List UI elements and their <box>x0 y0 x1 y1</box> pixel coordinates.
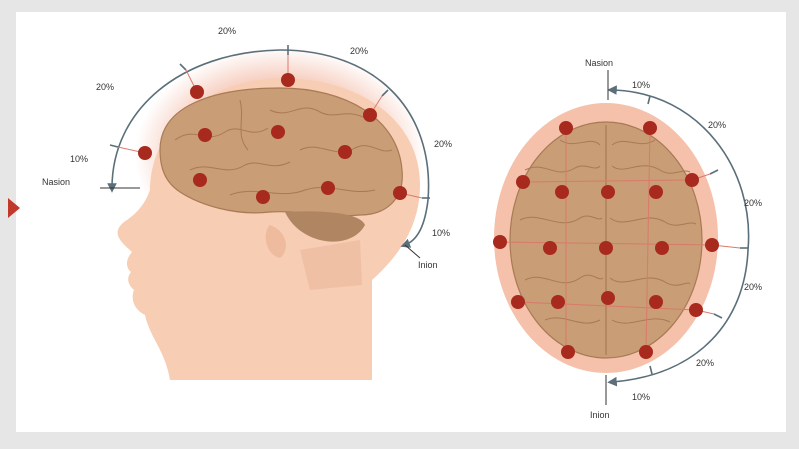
top-20pct-c-label: 20% <box>744 282 762 292</box>
electrode <box>561 345 575 359</box>
electrode <box>138 146 152 160</box>
side-20pct-c-label: 20% <box>434 139 452 149</box>
electrode <box>543 241 557 255</box>
electrode <box>643 121 657 135</box>
electrode <box>649 295 663 309</box>
electrode <box>559 121 573 135</box>
electrode <box>198 128 212 142</box>
electrode <box>363 108 377 122</box>
electrode <box>705 238 719 252</box>
side-nasion-label: Nasion <box>42 177 70 187</box>
side-20pct-top-label: 20% <box>218 26 236 36</box>
electrode <box>256 190 270 204</box>
top-inion-label: Inion <box>590 410 610 420</box>
top-10pct-front-label: 10% <box>632 80 650 90</box>
side-20pct-b-label: 20% <box>350 46 368 56</box>
top-20pct-a-label: 20% <box>708 120 726 130</box>
electrode <box>551 295 565 309</box>
electrode <box>555 185 569 199</box>
electrode <box>655 241 669 255</box>
top-20pct-d-label: 20% <box>696 358 714 368</box>
top-10pct-back-label: 10% <box>632 392 650 402</box>
electrode <box>193 173 207 187</box>
electrode <box>511 295 525 309</box>
side-10pct-front-label: 10% <box>70 154 88 164</box>
electrode <box>601 291 615 305</box>
top-nasion-label: Nasion <box>585 58 613 68</box>
electrode <box>685 173 699 187</box>
electrode <box>393 186 407 200</box>
side-10pct-back-label: 10% <box>432 228 450 238</box>
electrode <box>599 241 613 255</box>
side-inion-label: Inion <box>418 260 438 270</box>
side-20pct-a-label: 20% <box>96 82 114 92</box>
electrode <box>649 185 663 199</box>
electrode <box>639 345 653 359</box>
electrode <box>190 85 204 99</box>
electrode <box>689 303 703 317</box>
electrode <box>338 145 352 159</box>
electrode <box>493 235 507 249</box>
electrode <box>281 73 295 87</box>
top-20pct-b-label: 20% <box>744 198 762 208</box>
electrode <box>516 175 530 189</box>
electrode <box>271 125 285 139</box>
electrode <box>601 185 615 199</box>
electrode <box>321 181 335 195</box>
